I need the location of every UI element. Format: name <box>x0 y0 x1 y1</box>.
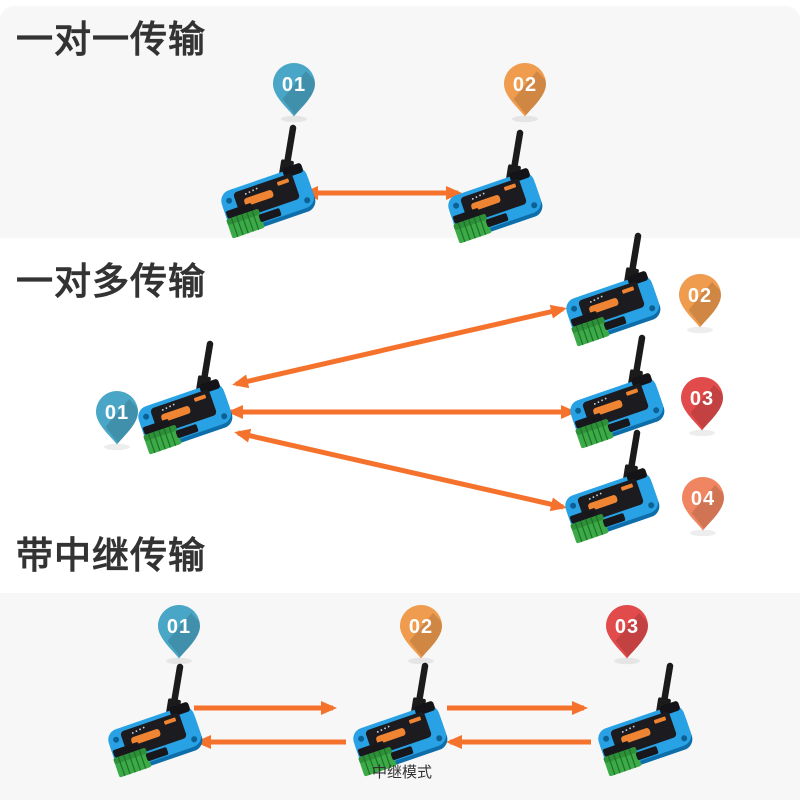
pin-marker-s2-04: 04 <box>682 477 724 537</box>
pin-marker-s3-01: 01 <box>158 605 200 665</box>
pin-label: 02 <box>513 74 537 96</box>
device-s3-node01 <box>103 667 205 778</box>
device-s2-master <box>133 344 235 455</box>
pin-label: 01 <box>167 616 191 638</box>
pin-label: 01 <box>282 74 306 96</box>
arrow-one-to-many-top <box>232 304 567 389</box>
pin-marker-s2-03: 03 <box>681 377 723 437</box>
pin-label: 02 <box>409 616 433 638</box>
section-title-one-to-one: 一对一传输 <box>16 19 206 60</box>
pin-marker-s3-03: 03 <box>606 605 648 665</box>
section-title-relay: 带中继传输 <box>16 535 206 576</box>
arrow-one-to-many-bottom <box>234 428 567 512</box>
pin-label: 03 <box>615 616 639 638</box>
pin-marker-s2-02: 02 <box>679 274 721 334</box>
transmission-arrows <box>194 186 591 749</box>
device-s2-node03 <box>565 338 667 449</box>
device-s1-right <box>443 133 545 244</box>
device-s1-left <box>216 128 318 239</box>
device-s2-node04 <box>560 433 662 544</box>
section-title-one-to-many: 一对多传输 <box>16 261 206 302</box>
pin-marker-s2-01: 01 <box>96 391 138 451</box>
pin-label: 01 <box>105 402 129 424</box>
pin-marker-s3-02: 02 <box>400 605 442 665</box>
pin-marker-s1-02: 02 <box>504 63 546 123</box>
device-s3-relay <box>348 666 450 777</box>
relay-mode-label: 中继模式 <box>371 764 432 781</box>
pin-marker-s1-01: 01 <box>273 63 315 123</box>
pin-label: 03 <box>690 388 714 410</box>
device-s2-node02 <box>561 236 663 347</box>
device-s3-node03 <box>593 666 695 777</box>
pin-label: 02 <box>688 285 712 307</box>
pin-label: 04 <box>691 488 715 510</box>
